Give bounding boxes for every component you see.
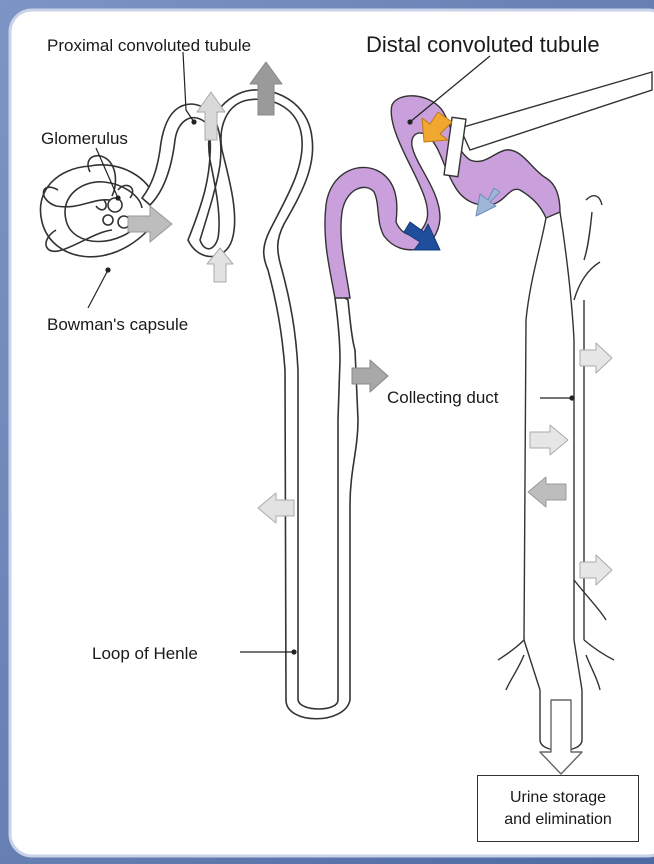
label-proximal: Proximal convoluted tubule bbox=[47, 37, 251, 54]
urine-label-line1: Urine storage bbox=[510, 787, 606, 809]
label-glomerulus: Glomerulus bbox=[41, 130, 128, 147]
label-bowman: Bowman's capsule bbox=[47, 316, 188, 333]
label-collecting: Collecting duct bbox=[387, 389, 499, 406]
label-henle: Loop of Henle bbox=[92, 645, 198, 662]
urine-box: Urine storage and elimination bbox=[477, 775, 639, 842]
label-distal: Distal convoluted tubule bbox=[366, 34, 600, 56]
urine-label-line2: and elimination bbox=[504, 809, 612, 831]
